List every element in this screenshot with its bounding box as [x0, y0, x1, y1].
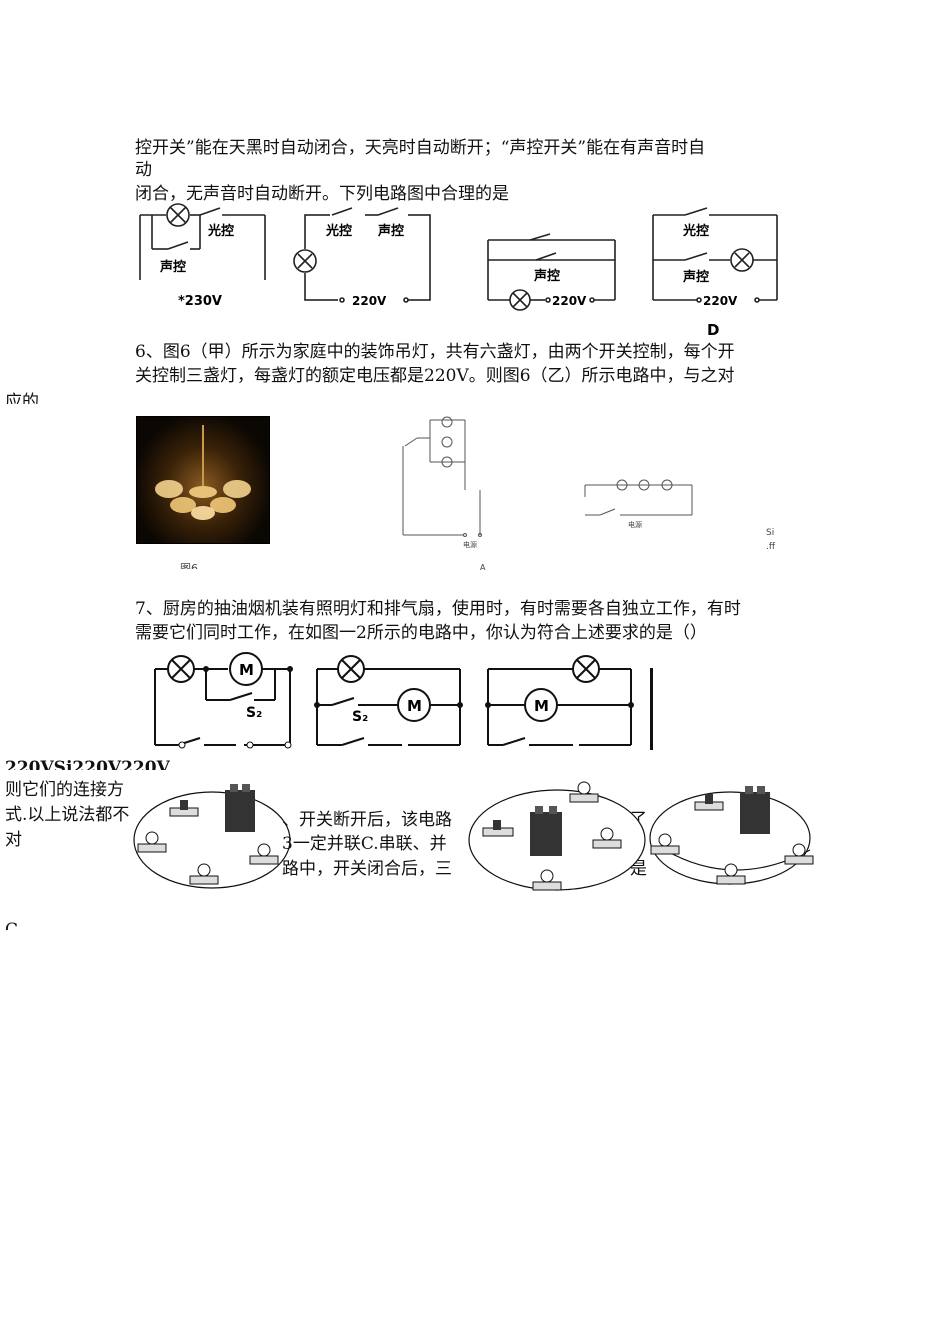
bottom-c: C	[5, 920, 19, 930]
q7-line1: 7、厨房的抽油烟机装有照明灯和排气扇，使用时，有时需要各自独立工作，有时	[135, 599, 741, 619]
label-voltage-a: *230V	[178, 294, 222, 309]
label-light-ctrl-d: 光控	[682, 223, 709, 239]
q5-line1: 控开关”能在天黑时自动闭合，天亮时自动断开；“声控开关”能在有声音时自	[135, 138, 706, 158]
q7-circuit-a: M S₂	[154, 652, 293, 749]
label-sound-ctrl-d: 声控	[682, 269, 709, 285]
q7-circuit-d-edge	[650, 668, 653, 750]
q6-small-a: A	[480, 563, 486, 572]
q6-circuit-2: 电源	[584, 479, 693, 529]
q6-line2: 关控制三盏灯，每盏灯的额定电压都是220V。则图6（乙）所示电路中，与之对	[135, 366, 735, 386]
s2-label-a: S₂	[246, 705, 262, 721]
physical-circuit-2	[468, 781, 646, 891]
fig6-caption: 图6	[180, 562, 198, 569]
label-light-ctrl-b: 光控	[325, 223, 352, 239]
chandelier-icon	[155, 425, 251, 520]
physical-circuit-1	[133, 784, 291, 889]
overlap-style-line: 式.以上说法都不	[5, 805, 130, 825]
q5-line1b: 动	[135, 160, 152, 180]
switch-icon	[169, 800, 199, 817]
power-label-2: 电源	[628, 520, 642, 529]
battery-icon	[225, 784, 255, 832]
overlap-frag1: 、开关断开后，该电路	[282, 810, 452, 830]
s2-label-b: S₂	[352, 709, 368, 725]
q5-circuit-b: 光控 声控 220V	[292, 207, 431, 308]
label-voltage-b: 220V	[352, 294, 387, 308]
bulb-icon	[716, 863, 746, 885]
q6-circuit-1: 电源	[402, 416, 482, 549]
q6-line3: 应的	[5, 392, 39, 404]
physical-circuit-3	[649, 786, 814, 885]
label-voltage-d: 220V	[703, 294, 738, 308]
bulb-icon	[189, 863, 219, 885]
bulb-icon	[249, 843, 279, 865]
q7-line2: 需要它们同时工作，在如图一2所示的电路中，你认为符合上述要求的是（）	[135, 623, 707, 643]
bulb-icon	[137, 831, 167, 853]
motor-label-b: M	[407, 697, 422, 715]
q6-line1: 6、图6（甲）所示为家庭中的装饰吊灯，共有六盏灯，由两个开关控制，每个开	[135, 342, 735, 362]
motor-label-c: M	[534, 697, 549, 715]
chandelier-photo	[136, 416, 270, 544]
q7-circuit-c: M	[485, 655, 634, 746]
battery-icon	[530, 806, 562, 856]
bulb-icon	[650, 833, 680, 855]
overlap-frag3: 路中，开关闭合后，三	[282, 859, 452, 879]
q5-circuit-d: 光控 声控 220V D	[652, 207, 778, 339]
bulb-icon	[569, 781, 599, 803]
battery-icon	[740, 786, 770, 834]
q6-small-si: Si	[766, 528, 775, 538]
bulb-icon	[784, 843, 814, 865]
overlap-dui: 对	[5, 830, 22, 850]
q5-circuit-a: 光控 声控 *230V	[139, 203, 266, 309]
label-light-ctrl: 光控	[207, 223, 234, 239]
switch-icon	[482, 820, 514, 837]
power-label-1: 电源	[463, 540, 477, 549]
motor-label-a: M	[239, 661, 254, 679]
bulb-icon	[532, 869, 562, 891]
label-sound-ctrl-c: 声控	[533, 268, 560, 284]
q6-small-ff: .ff	[766, 542, 776, 552]
q5-circuit-c: 声控 220V	[487, 233, 616, 311]
label-sound-ctrl: 声控	[159, 259, 186, 275]
q7-circuit-b: M S₂	[314, 655, 463, 746]
q5-line2: 闭合，无声音时自动断开。下列电路图中合理的是	[135, 184, 509, 204]
label-sound-ctrl-b: 声控	[377, 223, 404, 239]
overlap-conn-line: 则它们的连接方	[5, 780, 124, 800]
switch-icon	[694, 794, 724, 811]
overlap-frag2: 3一定并联C.串联、并	[282, 834, 447, 854]
overlap-220v-line: 220VSi220V220V	[5, 758, 170, 770]
bulb-icon	[592, 827, 622, 849]
label-voltage-c: 220V	[552, 294, 587, 308]
label-option-d: D	[707, 321, 719, 339]
